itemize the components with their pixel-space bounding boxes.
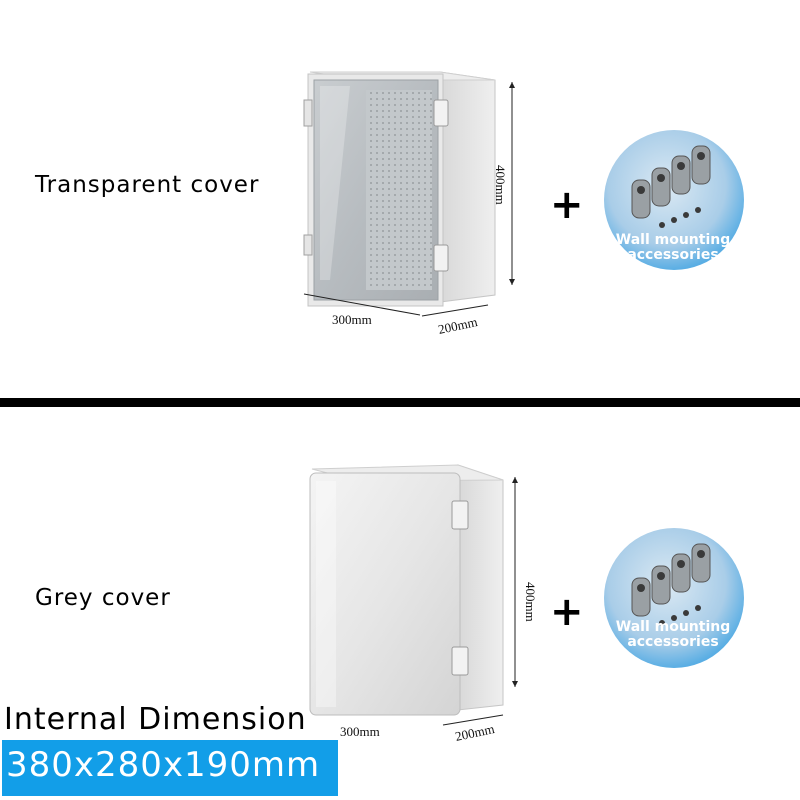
internal-dimension-title: Internal Dimension [4,702,307,737]
transparent-enclosure-image [303,71,515,317]
section-divider [0,398,800,407]
bottom-accessories-badge [604,528,744,668]
top-plus-sign: + [550,182,584,228]
grey-cover-label: Grey cover [35,585,171,611]
bottom-accessory-line1: Wall mounting [615,619,731,635]
bottom-height-label: 400mm [523,582,538,622]
bottom-accessory-line2: accessories [627,634,719,650]
top-height-label: 400mm [493,165,508,205]
internal-dimension-value: 380x280x190mm [6,745,321,785]
top-accessory-line1: Wall mounting [615,232,731,248]
bottom-accessories-text: Wall mounting accessories [608,620,738,650]
top-accessory-line2: accessories [627,247,719,263]
transparent-cover-label: Transparent cover [35,172,260,198]
top-accessories-badge [604,130,744,270]
internal-dimension-highlight [2,740,338,796]
grey-enclosure-image [309,464,518,726]
bottom-plus-sign: + [550,589,584,635]
top-width-label: 300mm [332,312,372,327]
bottom-width-label: 300mm [340,724,380,739]
top-accessories-text: Wall mounting accessories [608,233,738,263]
